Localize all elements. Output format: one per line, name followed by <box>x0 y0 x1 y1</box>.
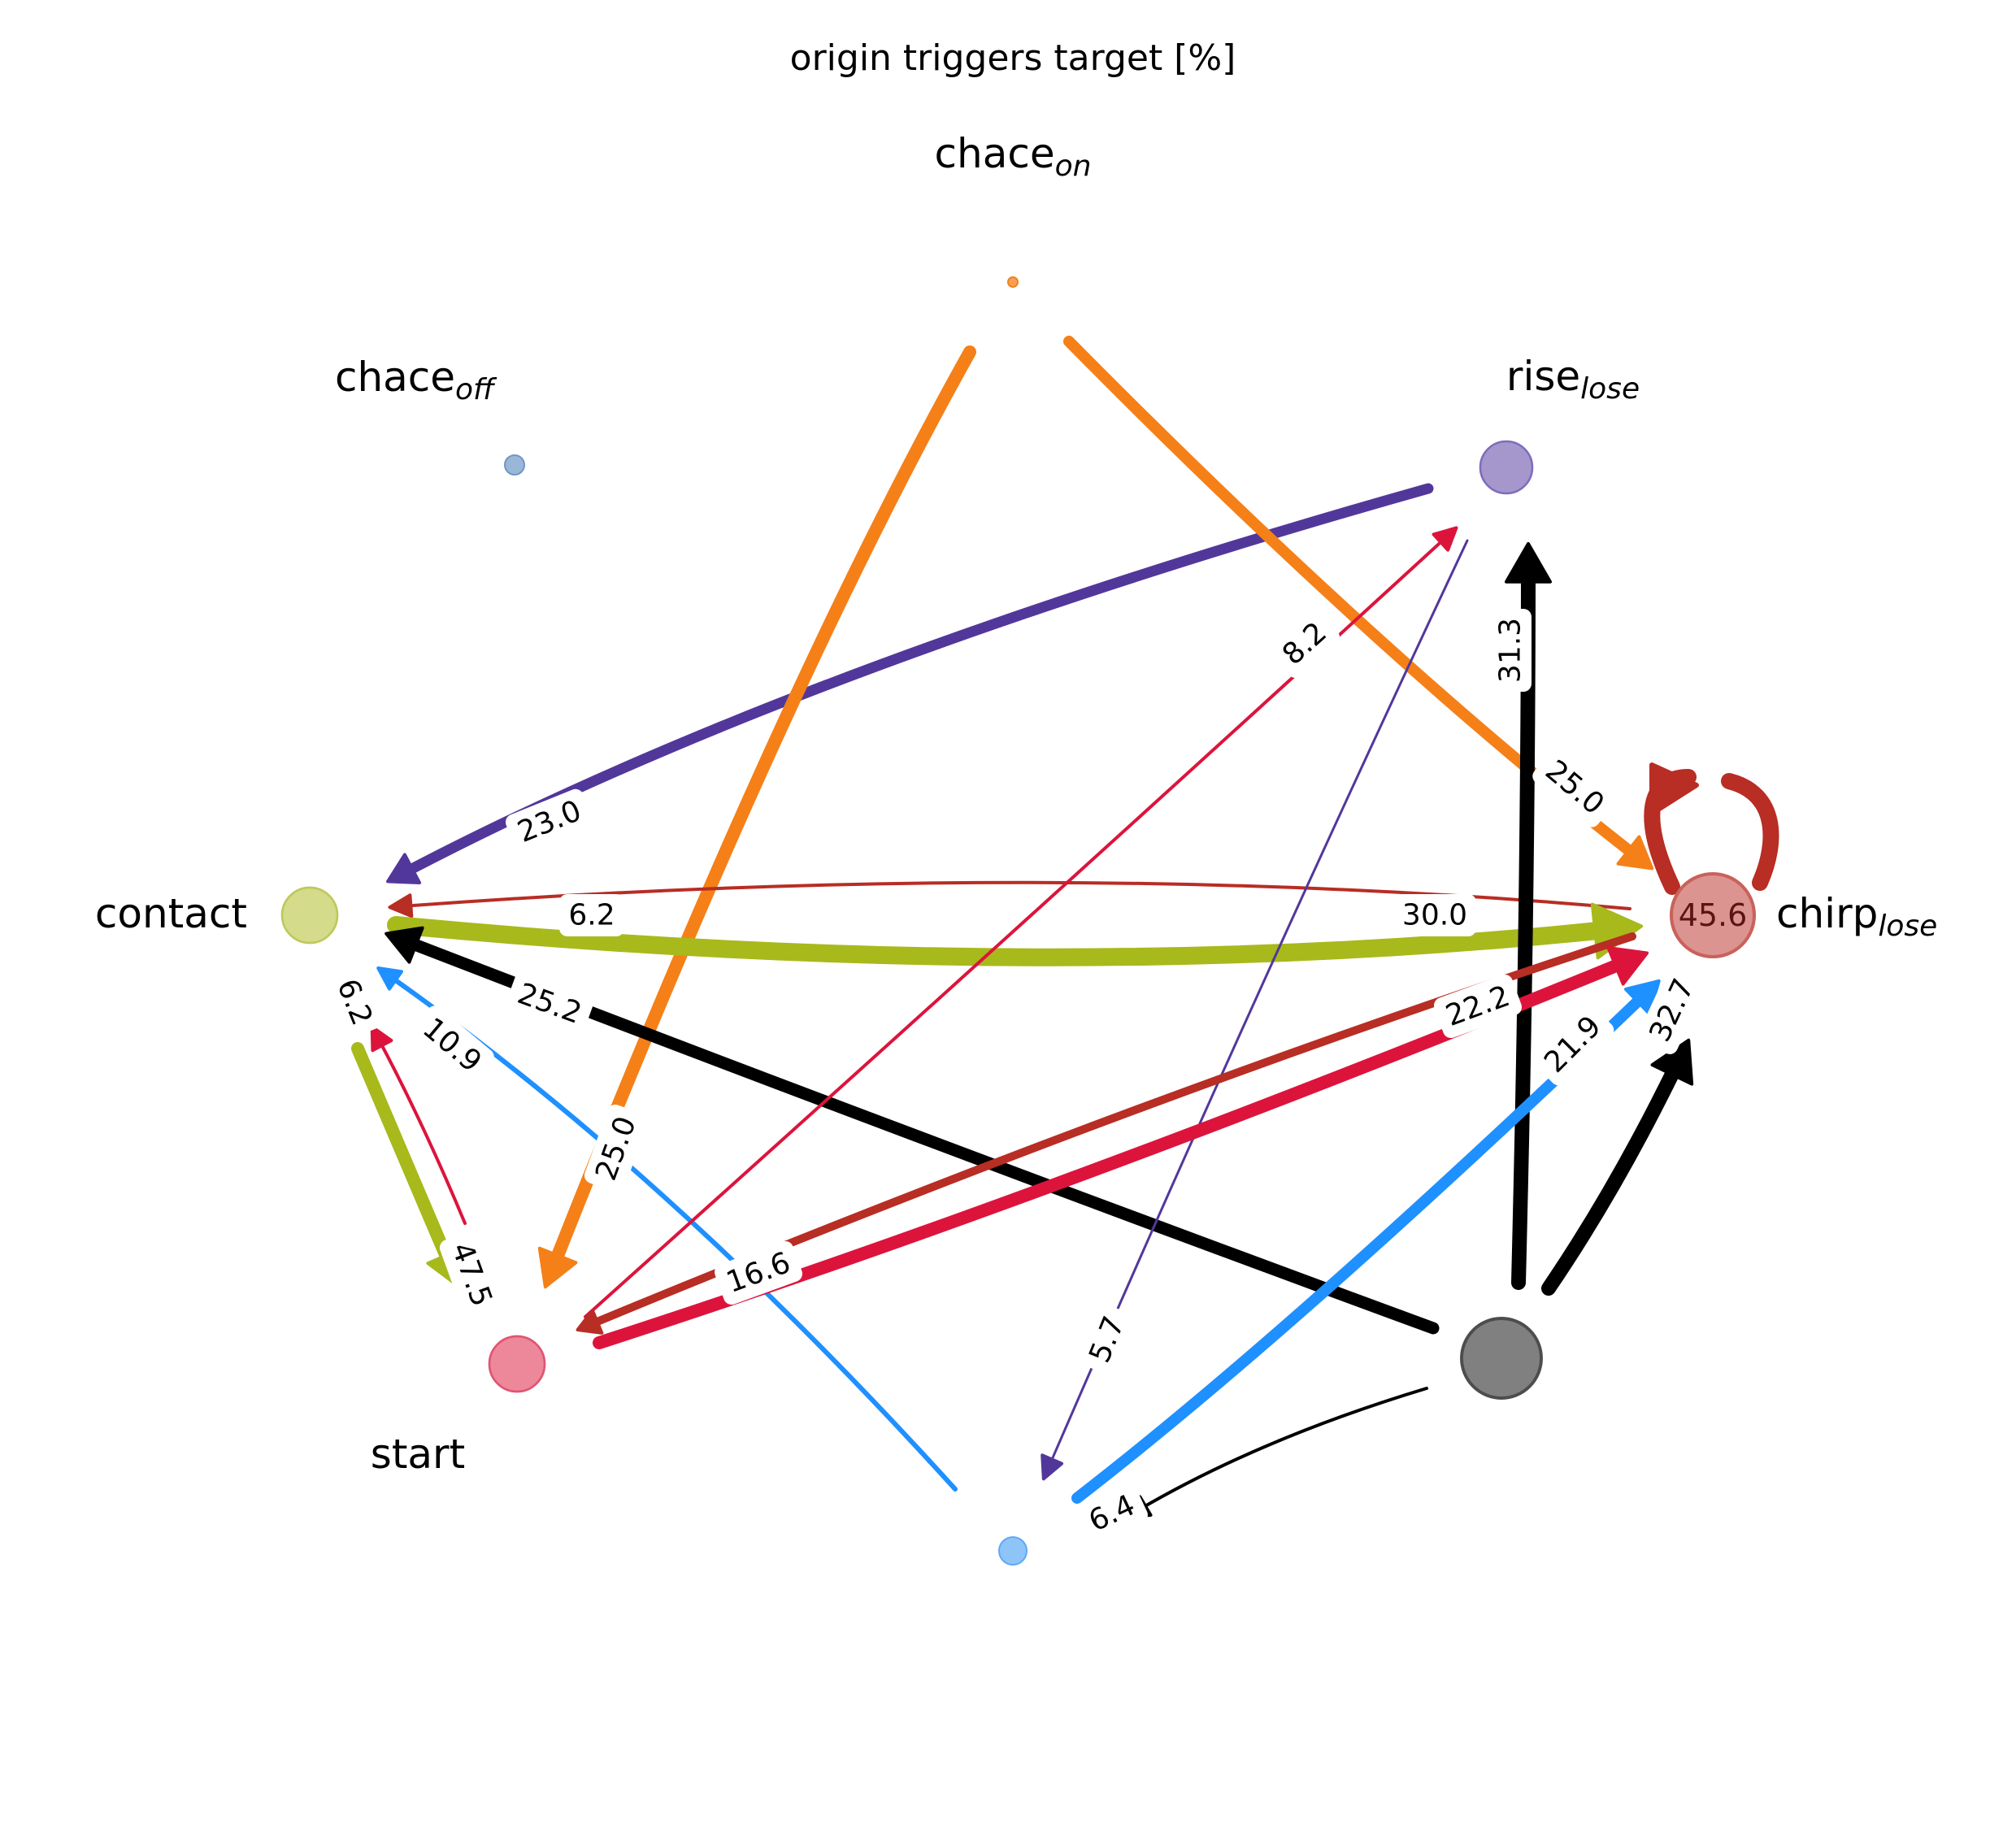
edge-label-box <box>439 1231 504 1318</box>
edge-label: 25.0 <box>1532 748 1617 827</box>
arrowhead <box>1505 541 1552 584</box>
edge-label: 6.2 <box>324 966 385 1038</box>
arrowhead <box>376 966 403 991</box>
edge-label-box <box>1076 1483 1148 1544</box>
edge-label: 6.2 <box>559 894 624 936</box>
node-label-main: rise <box>1506 353 1580 400</box>
edge-label-box <box>324 966 385 1038</box>
arrowhead <box>1041 1453 1064 1481</box>
arrowhead <box>370 1025 393 1053</box>
node-label-chirp_lose: chirplose <box>1776 890 1937 943</box>
node-label-start: start <box>371 1431 465 1478</box>
edge-contact-to-chirp_lose <box>387 916 1623 966</box>
edge-label-box <box>1489 609 1532 692</box>
edge-value: 30.0 <box>1402 899 1467 932</box>
node-label-chace_off: chaceoff <box>335 354 497 406</box>
edge-label: 8.2 <box>1269 610 1340 678</box>
node-label-main: chirp <box>1776 890 1878 937</box>
edge-label-box <box>559 894 624 936</box>
edge-label-box <box>505 788 594 855</box>
edge-label-box <box>506 971 593 1036</box>
node-chace_on <box>1007 276 1019 288</box>
nodes-layer: 45.6 <box>280 276 1757 1566</box>
node-label-main: chace <box>335 354 455 401</box>
edge-label: 5.7 <box>1077 1304 1137 1375</box>
edge-label-box <box>584 1105 649 1192</box>
edge-label-box <box>1532 1003 1614 1086</box>
arrowhead <box>1432 526 1458 552</box>
arrowhead <box>1623 979 1661 1016</box>
node-label-subscript: on <box>1055 150 1092 183</box>
edge-gray-to-chirp_lose <box>1541 1053 1686 1296</box>
node-chirp_lose <box>1669 871 1757 959</box>
node-label-rise_lose: riselose <box>1506 353 1640 406</box>
arrowhead <box>1606 946 1649 986</box>
edge-label-box <box>1077 1304 1137 1375</box>
arrowhead <box>576 1309 604 1335</box>
edge-label-box <box>1434 974 1522 1039</box>
edge-chace_on-to-start <box>546 345 976 1275</box>
arrowhead <box>1616 835 1654 871</box>
edge-label-box <box>1269 610 1340 678</box>
node-labels-layer: chaceonriselosechirplosestartcontactchac… <box>95 130 1937 1478</box>
edge-value: 31.3 <box>1494 618 1527 683</box>
edge-label-box <box>715 1240 802 1305</box>
edge-label-box <box>1532 748 1617 827</box>
arrowhead <box>385 926 424 964</box>
edge-label: 47.5 <box>439 1231 504 1318</box>
edge-label-box <box>1638 966 1706 1054</box>
arrowhead <box>1649 762 1699 816</box>
node-gray <box>1460 1317 1543 1400</box>
edge-label: 22.2 <box>1434 974 1522 1039</box>
edge-label: 31.3 <box>1489 609 1532 692</box>
node-label-main: start <box>371 1431 465 1478</box>
edge-start-to-contact <box>376 1036 467 1225</box>
chart-title: origin triggers target [%] <box>790 37 1236 79</box>
node-label-main: chace <box>935 130 1055 177</box>
self-loop-value: 45.6 <box>1679 897 1748 933</box>
edge-contact-to-start <box>351 1042 458 1275</box>
edge-gray-to-bottom <box>1136 1387 1428 1512</box>
node-bottom <box>998 1536 1028 1566</box>
node-label-chace_on: chaceon <box>935 130 1092 183</box>
edge-self-loop-segment <box>1721 773 1779 891</box>
edge-value: 6.2 <box>568 899 615 932</box>
edge-label: 30.0 <box>1393 894 1476 936</box>
arrowhead <box>537 1246 578 1289</box>
node-start <box>488 1335 546 1393</box>
node-chace_off <box>504 454 525 476</box>
node-label-contact: contact <box>95 890 247 937</box>
node-label-subscript: lose <box>1878 910 1937 943</box>
node-contact <box>280 886 339 945</box>
node-label-subscript: lose <box>1580 372 1640 406</box>
edge-label: 21.9 <box>1532 1003 1614 1086</box>
edge-label-box <box>1393 894 1476 936</box>
arrowhead <box>386 853 422 884</box>
edge-bottom-to-chirp_lose <box>1071 988 1652 1504</box>
node-rise_lose <box>1479 440 1534 495</box>
arrowhead <box>388 893 414 919</box>
node-label-subscript: off <box>455 373 497 406</box>
edge-label: 25.0 <box>584 1105 649 1192</box>
node-label-main: contact <box>95 890 247 937</box>
edge-label: 10.9 <box>410 1005 494 1085</box>
edge-label: 25.2 <box>506 971 593 1036</box>
edge-label-box <box>410 1005 494 1085</box>
